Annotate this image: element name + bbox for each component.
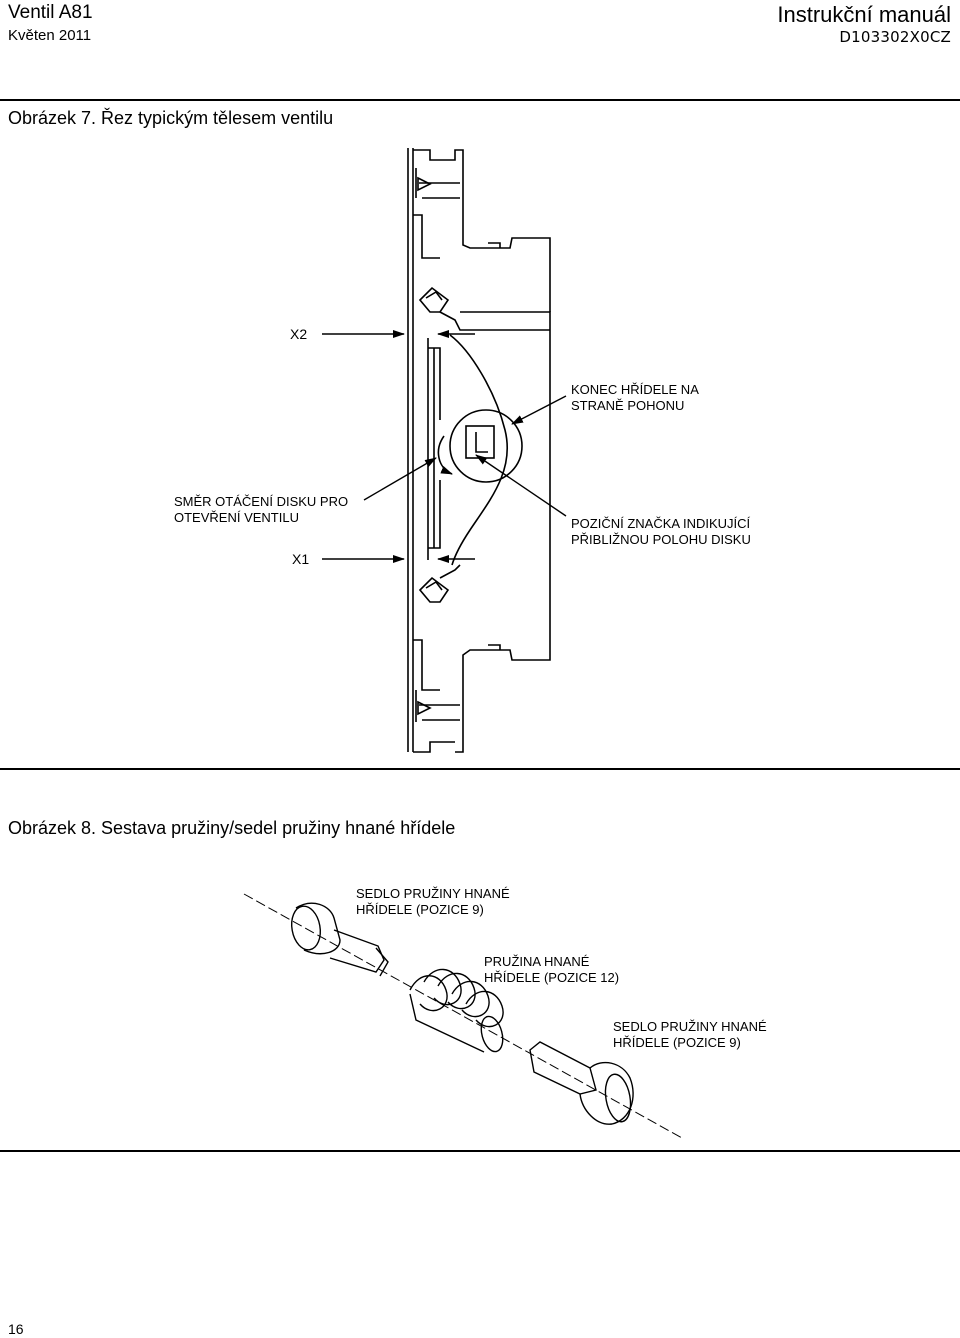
- label-seat-bottom-line1: SEDLO PRUŽINY HNANÉ: [613, 1019, 767, 1034]
- label-seat-bottom-line2: HŘÍDELE (POZICE 9): [613, 1035, 741, 1050]
- label-shaft-end-line2: STRANĚ POHONU: [571, 398, 685, 413]
- label-spring-line2: HŘÍDELE (POZICE 12): [484, 970, 620, 985]
- shaft-end-leader: [511, 395, 567, 425]
- label-spring-line1: PRUŽINA HNANÉ: [484, 954, 590, 969]
- document-number: D103302X0CZ: [839, 28, 951, 46]
- figure7-caption: Obrázek 7. Řez typickým tělesem ventilu: [8, 108, 334, 128]
- figure8-caption: Obrázek 8. Sestava pružiny/sedel pružiny…: [8, 818, 456, 838]
- figure8-top-rule: [0, 768, 960, 770]
- label-seat-top-line1: SEDLO PRUŽINY HNANÉ: [356, 886, 510, 901]
- document-date: Květen 2011: [8, 27, 92, 44]
- label-rotation-line1: SMĚR OTÁČENÍ DISKU PRO: [174, 494, 349, 509]
- spring-seat-assembly-drawing: [243, 893, 683, 1139]
- manual-title: Instrukční manuál: [777, 2, 951, 27]
- label-rotation-line2: OTEVŘENÍ VENTILU: [174, 510, 299, 525]
- label-position-mark-line2: PŘIBLIŽNOU POLOHU DISKU: [571, 532, 751, 547]
- page-number: 16: [8, 1321, 24, 1337]
- label-shaft-end-line1: KONEC HŘÍDELE NA: [571, 382, 699, 397]
- label-seat-top-line2: HŘÍDELE (POZICE 9): [356, 902, 484, 917]
- label-position-mark-line1: POZIČNÍ ZNAČKA INDIKUJÍCÍ: [571, 516, 751, 531]
- label-x2: X2: [290, 326, 308, 342]
- figure8-bottom-rule: [0, 1150, 960, 1152]
- position-mark-leader: [475, 454, 567, 517]
- label-x1: X1: [292, 551, 310, 567]
- rotation-leader: [363, 457, 437, 501]
- figure7-top-rule: [0, 99, 960, 101]
- document-title: Ventil A81: [8, 2, 93, 23]
